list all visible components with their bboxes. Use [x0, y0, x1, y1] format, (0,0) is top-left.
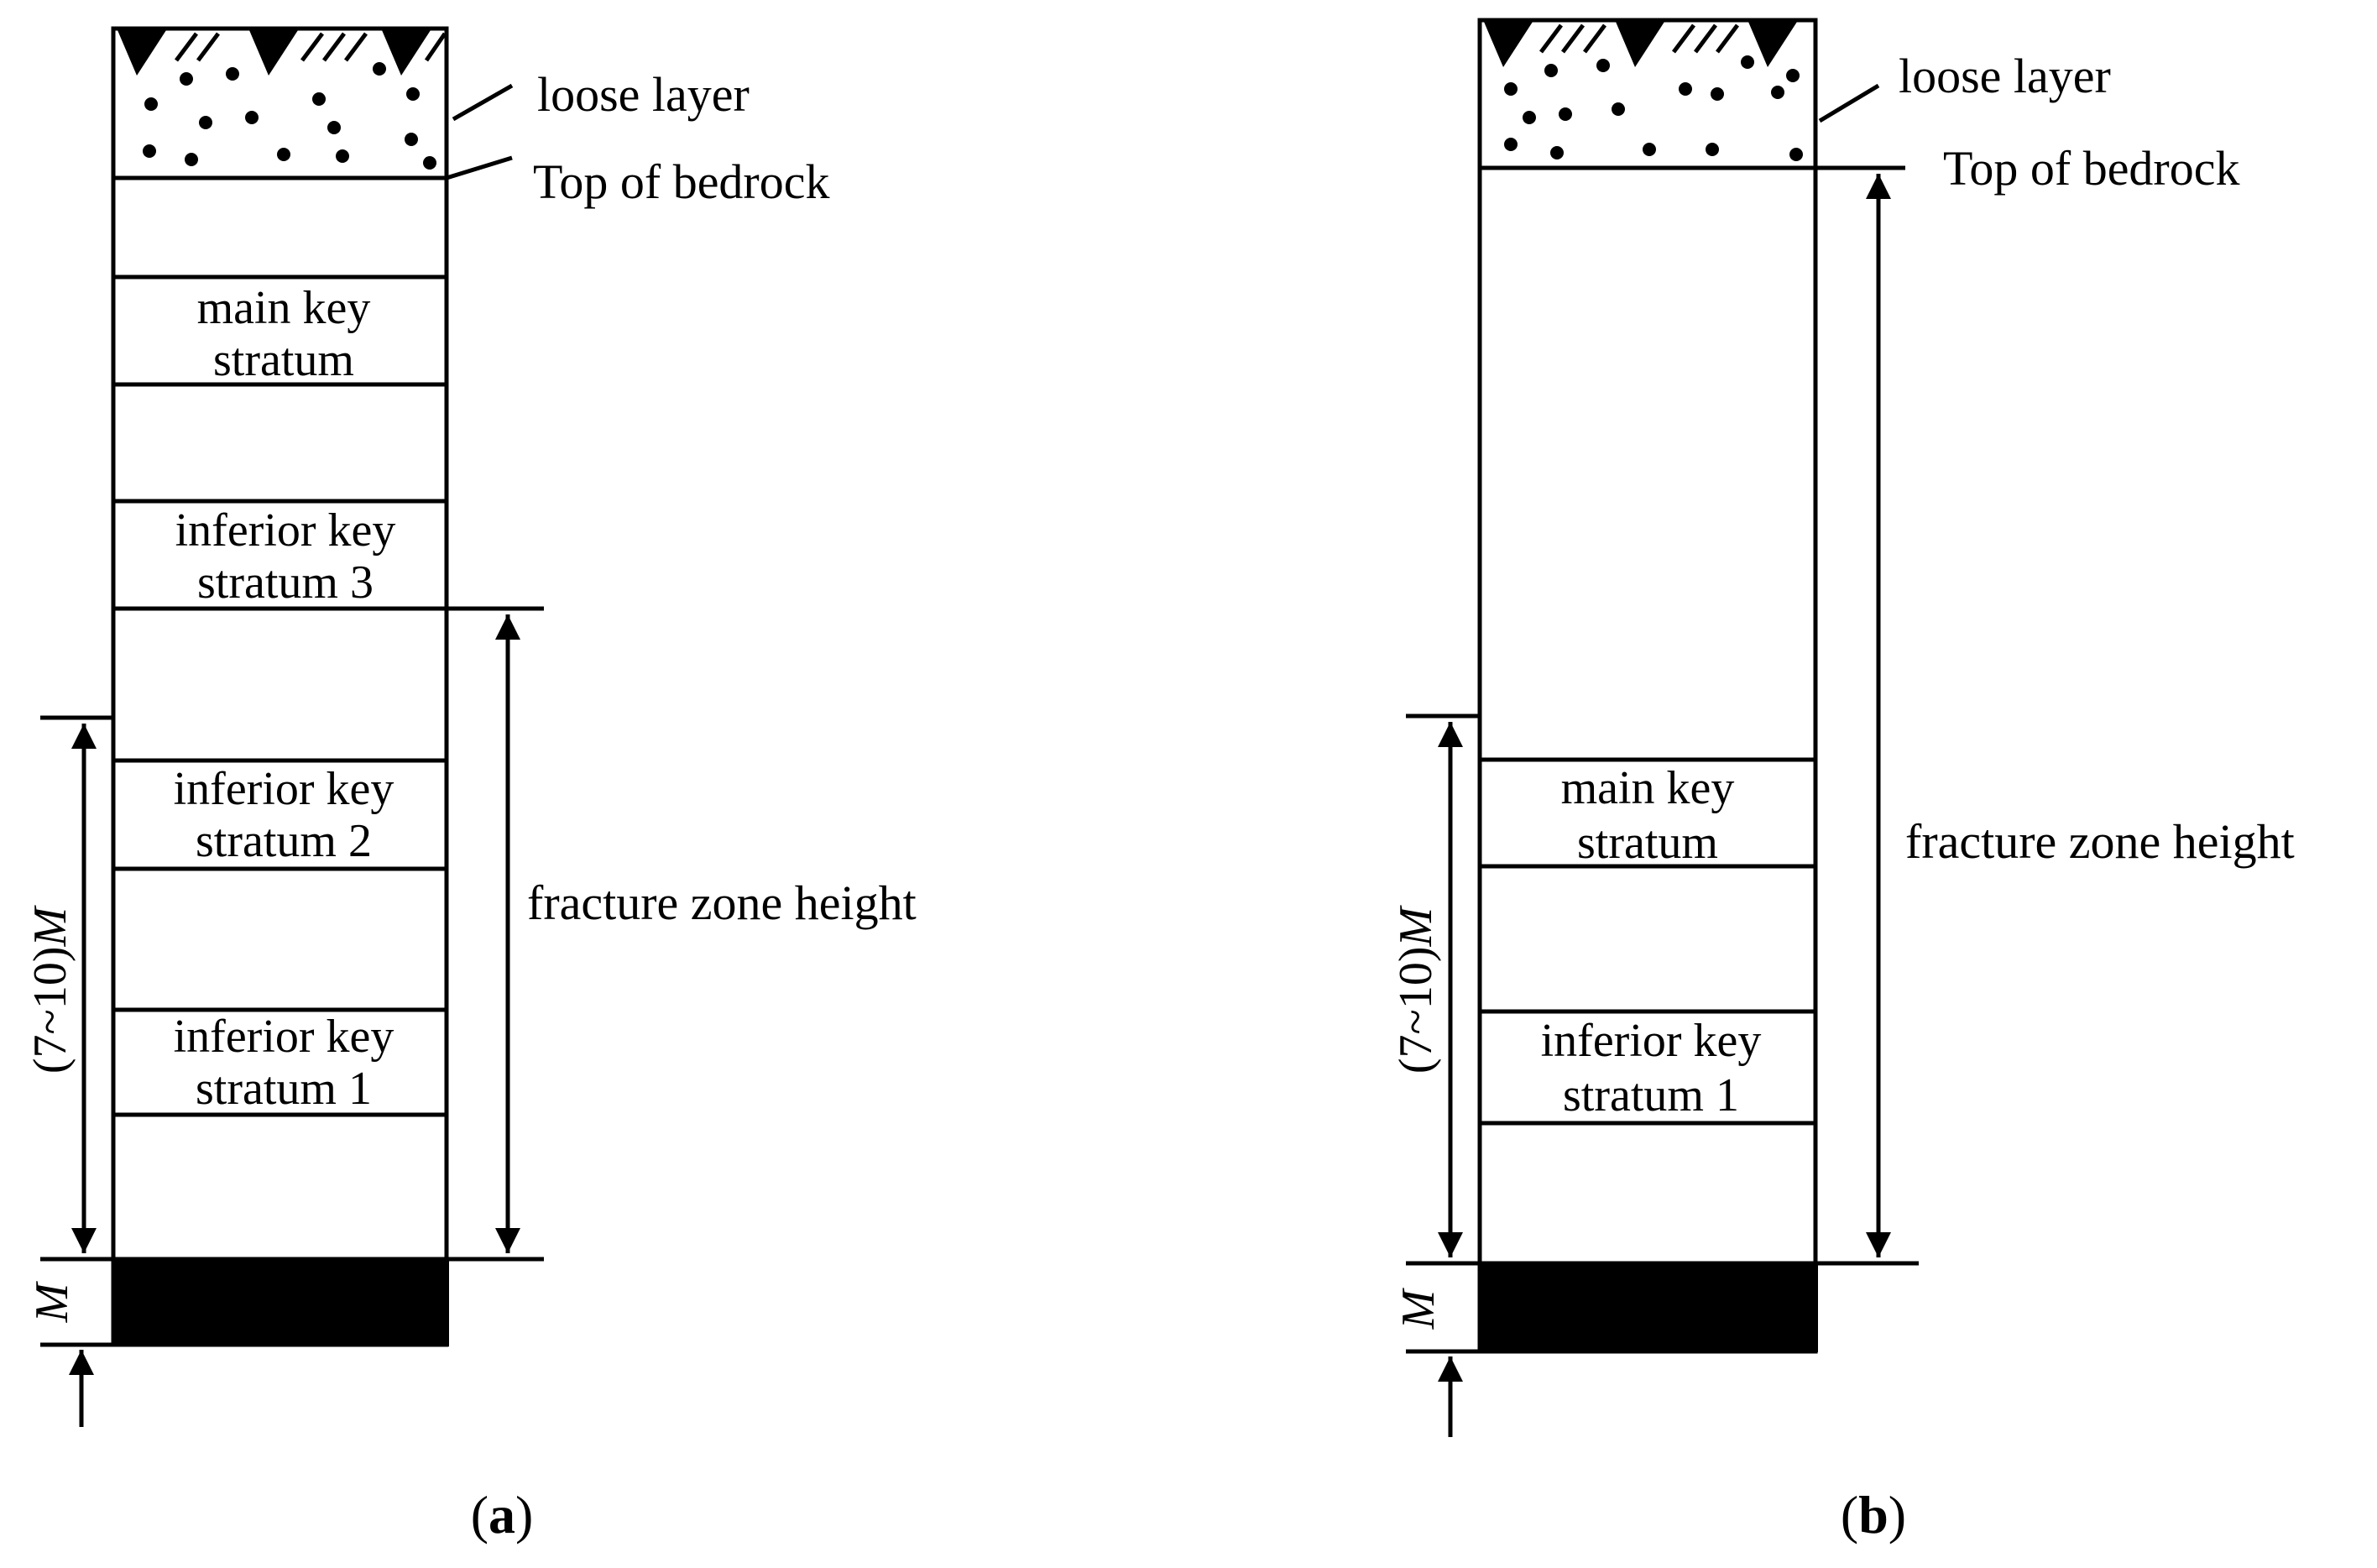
- range-label-b-prefix: (7~10): [1390, 947, 1442, 1074]
- range-label-a-prefix: (7~10): [24, 947, 76, 1074]
- top-of-bedrock-label-a: Top of bedrock: [533, 154, 830, 209]
- inferior-key-stratum-1-label-a-line2: stratum 1: [196, 1063, 372, 1115]
- inferior-key-stratum-1-label-a-line1: inferior key: [174, 1011, 394, 1063]
- main-key-stratum-label-a-line1: main key: [197, 282, 371, 334]
- loose-layer-label-b: loose layer: [1899, 49, 2111, 103]
- panel-a-caption: (a): [471, 1485, 534, 1544]
- bedrock-leader-a: [446, 155, 513, 180]
- main-key-stratum-label-b-line2: stratum: [1577, 817, 1718, 869]
- loose-layer-leader-b: [1818, 83, 1880, 123]
- surface-hatch-a: [175, 32, 447, 62]
- surface-triangles-a: [118, 30, 431, 76]
- main-key-stratum-label-b-line1: main key: [1561, 762, 1735, 814]
- inferior-key-stratum-3-label-line2: stratum 3: [197, 557, 374, 609]
- range-label-b: (7~10)M: [1390, 905, 1442, 1074]
- fracture-zone-height-label-b: fracture zone height: [1905, 814, 2295, 869]
- surface-triangles-b: [1484, 22, 1797, 67]
- panel-b-caption: (b): [1841, 1485, 1906, 1544]
- loose-layer-dots-b: [1504, 55, 1803, 161]
- panel-b: loose layer Top of bedrock main key stra…: [1390, 18, 2295, 1544]
- surface-hatch-b: [1539, 24, 1739, 54]
- inferior-key-stratum-1-label-b-line1: inferior key: [1541, 1015, 1762, 1067]
- seam-thickness-label-b: M: [1392, 1287, 1444, 1330]
- loose-layer-dots-a: [143, 62, 436, 170]
- loose-layer-label-a: loose layer: [537, 67, 750, 122]
- panel-a: loose layer Top of bedrock main key stra…: [24, 26, 917, 1544]
- loose-layer-leader-a: [452, 83, 514, 122]
- inferior-key-stratum-3-label-line1: inferior key: [175, 504, 396, 557]
- range-label-a: (7~10)M: [24, 905, 76, 1074]
- fracture-zone-height-label-a: fracture zone height: [527, 875, 917, 930]
- seam-thickness-label-a: M: [26, 1280, 78, 1323]
- column-b-outline: [1477, 18, 1818, 1354]
- inferior-key-stratum-2-label-line2: stratum 2: [196, 815, 372, 867]
- inferior-key-stratum-2-label-line1: inferior key: [174, 763, 394, 815]
- inferior-key-stratum-1-label-b-line2: stratum 1: [1563, 1069, 1739, 1121]
- column-a-outline: [111, 26, 449, 1347]
- coal-seam-b: [1480, 1263, 1818, 1352]
- range-label-b-var: M: [1390, 905, 1442, 948]
- layer-boundaries-b: [1406, 165, 1919, 1354]
- top-of-bedrock-label-b: Top of bedrock: [1943, 141, 2240, 196]
- coal-seam-a: [113, 1259, 449, 1346]
- main-key-stratum-label-a-line2: stratum: [213, 334, 354, 386]
- range-label-a-var: M: [24, 905, 76, 948]
